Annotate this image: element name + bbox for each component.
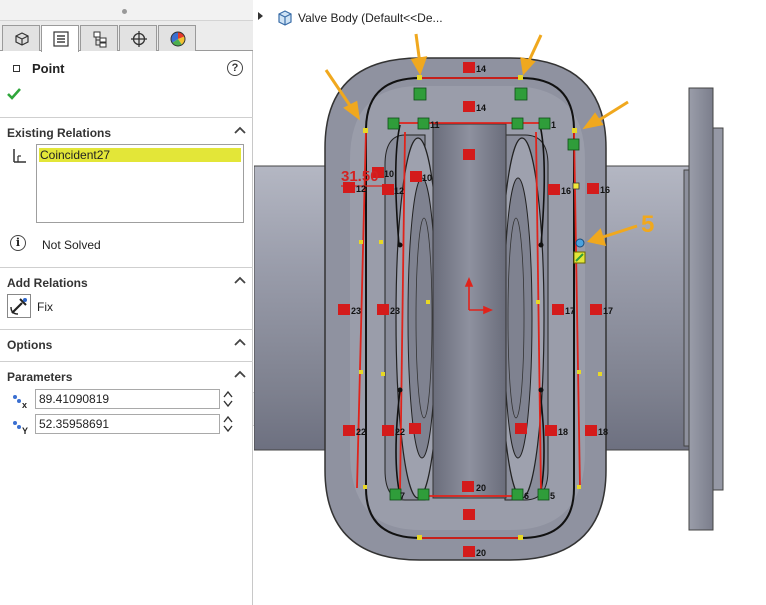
relation-label: 1 — [551, 120, 556, 130]
relation-label: 11 — [430, 120, 440, 130]
model-view[interactable]: 14 14 11 1 12 10 10 16 16 12 23 23 17 17… — [254, 0, 766, 605]
ok-check-icon[interactable] — [6, 86, 22, 102]
coincident-badges[interactable] — [387, 87, 580, 501]
sketch-origin-icon — [464, 276, 494, 315]
existing-relations-label: Existing Relations — [7, 126, 112, 140]
page-title: Point — [32, 61, 65, 76]
fix-relation-button[interactable] — [7, 294, 31, 318]
relation-label: 23 — [351, 306, 361, 316]
add-relations-header[interactable]: Add Relations — [0, 267, 253, 295]
annotation-number: 5 — [641, 211, 655, 238]
relation-label: 16 — [600, 185, 610, 195]
options-header[interactable]: Options — [0, 329, 253, 357]
relation-label: 16 — [561, 186, 571, 196]
tab-configuration-manager[interactable] — [80, 25, 118, 51]
property-manager-header: Point ? — [0, 55, 253, 83]
relation-label: 6 — [524, 491, 529, 501]
svg-text:Y: Y — [22, 426, 28, 435]
chevron-up-icon — [234, 276, 246, 284]
relation-label: 10 — [422, 173, 432, 183]
relation-label: 14 — [476, 103, 486, 113]
relation-item-coincident[interactable]: Coincident27 — [39, 148, 241, 162]
bore-channel — [432, 123, 507, 499]
configuration-manager-icon — [93, 31, 107, 48]
sketch-black-arcs — [394, 124, 546, 496]
existing-relations-list[interactable]: Coincident27 — [36, 144, 244, 223]
display-manager-icon — [170, 31, 186, 47]
help-icon[interactable]: ? — [227, 60, 243, 76]
relation-label: 20 — [476, 548, 486, 558]
fix-label: Fix — [37, 300, 53, 314]
selected-sketch-point[interactable] — [572, 182, 586, 264]
y-coordinate-field[interactable] — [35, 414, 220, 434]
x-coordinate-icon: x — [13, 395, 27, 409]
feature-manager-icon — [15, 32, 29, 46]
part-name: Valve Body (Default<<De... — [298, 11, 443, 25]
part-icon — [278, 10, 292, 26]
dimxpert-icon — [131, 31, 147, 47]
relation-label: 18 — [558, 427, 568, 437]
solve-status-text: Not Solved — [42, 238, 101, 252]
relation-label: 12 — [356, 184, 366, 194]
tab-display-manager[interactable] — [158, 25, 196, 51]
options-label: Options — [7, 338, 53, 352]
chevron-up-icon — [234, 370, 246, 378]
tab-feature-manager[interactable] — [2, 25, 40, 51]
y-coordinate-icon: Y — [13, 421, 28, 435]
chevron-up-icon — [234, 338, 246, 346]
relation-label: 18 — [598, 427, 608, 437]
expand-arrow-icon[interactable] — [258, 12, 263, 20]
grip-dot-icon — [122, 9, 127, 14]
relation-label-texts: 14 14 11 1 12 10 10 16 16 12 23 23 17 17… — [351, 64, 613, 558]
relation-label: 5 — [550, 491, 555, 501]
relation-label: 22 — [395, 427, 405, 437]
add-relations-label: Add Relations — [7, 276, 88, 290]
relation-label: 23 — [390, 306, 400, 316]
relation-label: 17 — [603, 306, 613, 316]
panel-grip[interactable] — [0, 0, 253, 21]
tab-property-manager[interactable] — [41, 25, 79, 52]
dimension-text[interactable]: 31.50 — [341, 168, 379, 185]
x-spinner[interactable] — [222, 389, 234, 409]
point-icon — [13, 65, 20, 72]
sketch-black-points — [397, 242, 544, 393]
sketch-red-lines[interactable] — [341, 77, 581, 539]
relation-label: 7 — [400, 491, 405, 501]
chevron-up-icon — [234, 126, 246, 134]
graphics-area[interactable]: 14 14 11 1 12 10 10 16 16 12 23 23 17 17… — [254, 0, 766, 605]
relation-label: 10 — [384, 169, 394, 179]
relation-label: 12 — [394, 186, 404, 196]
anchor-fix-icon — [10, 298, 27, 315]
relation-label: 17 — [565, 306, 575, 316]
relation-icon — [13, 149, 26, 163]
annotation-arrows — [324, 33, 638, 247]
existing-relations-header[interactable]: Existing Relations — [0, 117, 253, 145]
info-icon: i — [10, 235, 26, 251]
x-coordinate-field[interactable] — [35, 389, 220, 409]
property-manager-icon — [53, 31, 69, 47]
pipe-flange[interactable] — [688, 87, 724, 531]
relation-badges[interactable] — [338, 62, 602, 557]
svg-text:x: x — [22, 400, 27, 409]
y-spinner[interactable] — [222, 414, 234, 434]
manager-tab-strip — [0, 21, 253, 52]
sketch-endpoints[interactable] — [359, 75, 602, 540]
property-manager-panel: Point ? Existing Relations Coincident27 … — [0, 0, 253, 605]
tab-dimxpert-manager[interactable] — [119, 25, 157, 51]
parameters-header[interactable]: Parameters — [0, 361, 253, 389]
relation-label: 14 — [476, 64, 486, 74]
relation-label: 20 — [476, 483, 486, 493]
relation-label: 22 — [356, 427, 366, 437]
parameters-label: Parameters — [7, 370, 73, 384]
